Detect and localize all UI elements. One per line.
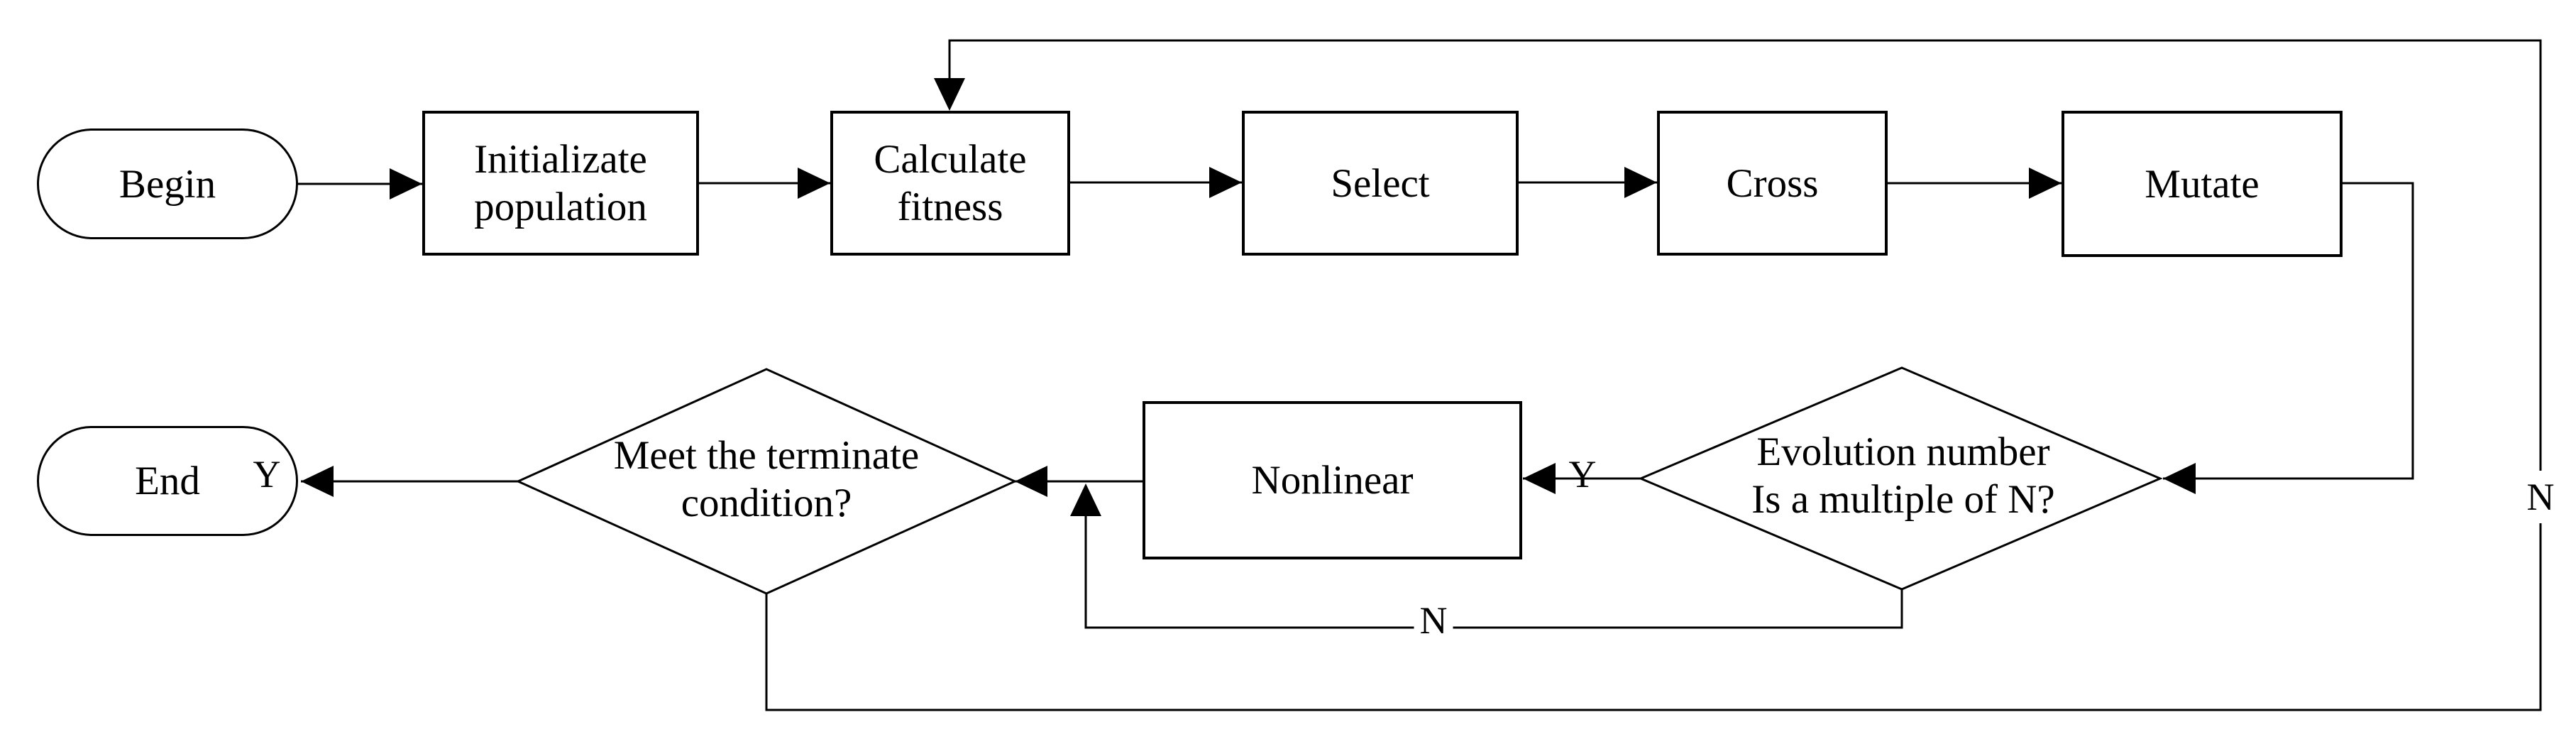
begin-terminator: Begin (37, 129, 298, 239)
edge-evolution-no-loop (1084, 516, 1903, 629)
evolution-decision-line2: Is a multiple of N? (1751, 477, 2055, 522)
calculate-fitness-label-line1: Calculate (874, 137, 1027, 182)
arrowhead-right-icon (390, 168, 422, 199)
edge-terminate-no-loop (765, 39, 2542, 711)
mutate-box: Mutate (2062, 111, 2343, 257)
calculate-fitness-box: Calculate fitness (830, 111, 1070, 256)
edge-mutate-evolution (2163, 182, 2414, 480)
arrowhead-left-icon (1523, 463, 1556, 494)
arrowhead-left-icon (1015, 466, 1047, 497)
terminate-decision-line2: condition? (681, 481, 852, 525)
arrowhead-right-icon (1624, 167, 1657, 198)
arrowhead-down-icon (934, 78, 965, 111)
terminate-decision-text: Meet the terminate condition? (554, 390, 979, 568)
evolution-no-label: N (1414, 594, 1453, 647)
evolution-decision-text: Evolution number Is a multiple of N? (1662, 387, 2145, 564)
nonlinear-label: Nonlinear (1251, 458, 1414, 503)
arrowhead-right-icon (2029, 168, 2062, 199)
evolution-yes-label: Y (1568, 453, 1597, 496)
terminate-decision-diamond (515, 368, 1018, 595)
terminate-decision-line1: Meet the terminate (613, 433, 920, 478)
evolution-decision-line1: Evolution number (1756, 430, 2050, 474)
initialize-population-box: Initializate population (422, 111, 699, 256)
arrowhead-left-icon (2163, 463, 2196, 494)
arrowhead-right-icon (1209, 167, 1242, 198)
begin-label: Begin (119, 161, 216, 207)
cross-label: Cross (1726, 160, 1819, 206)
arrowhead-right-icon (798, 168, 830, 199)
terminate-yes-label: Y (253, 453, 281, 496)
select-label: Select (1331, 160, 1430, 206)
terminate-no-label: N (2521, 471, 2560, 523)
arrowhead-left-icon (301, 466, 334, 497)
cross-box: Cross (1657, 111, 1888, 256)
arrowhead-up-icon (1070, 483, 1101, 516)
mutate-label: Mutate (2145, 161, 2259, 207)
calculate-fitness-label-line2: fitness (897, 185, 1003, 229)
nonlinear-box: Nonlinear (1143, 401, 1522, 559)
end-terminator: End (37, 426, 298, 536)
evolution-decision-diamond (1638, 366, 2163, 591)
select-box: Select (1242, 111, 1519, 256)
initialize-population-label-line2: population (474, 185, 647, 229)
initialize-population-label-line1: Initializate (474, 137, 647, 182)
end-label: End (135, 459, 200, 503)
